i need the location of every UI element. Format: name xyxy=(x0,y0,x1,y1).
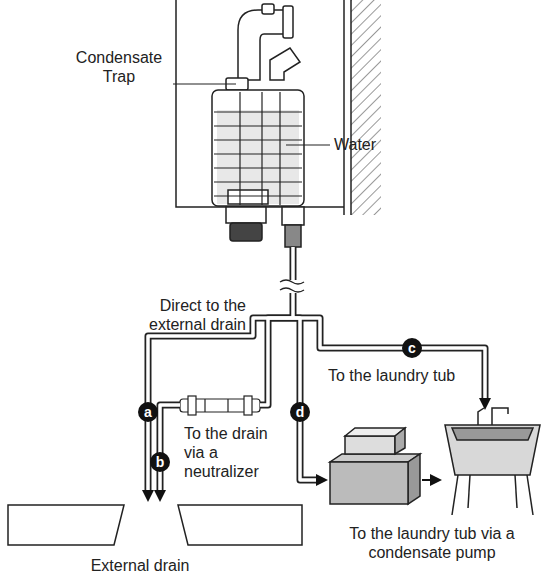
drain-hose-inner xyxy=(260,318,293,405)
flow-line xyxy=(422,479,432,481)
trap-rib xyxy=(214,125,302,126)
drain-hose xyxy=(293,318,316,480)
break-mark xyxy=(280,280,304,292)
trap-rib xyxy=(214,139,302,140)
drain-hose xyxy=(290,293,297,318)
wall-edge xyxy=(350,0,352,215)
route-label: To the laundry tub xyxy=(328,366,478,385)
drain-hose xyxy=(260,318,293,405)
drain-hose-inner xyxy=(291,293,295,318)
wall-hatch xyxy=(351,0,381,215)
leader-line xyxy=(173,83,236,84)
trap-rib xyxy=(214,181,302,182)
drain-hose-inner xyxy=(291,247,295,280)
drain-hose-inner xyxy=(160,405,180,490)
drain-label: External drain xyxy=(80,556,200,575)
callout-letter: c xyxy=(402,338,422,358)
condensate-trap xyxy=(212,4,304,247)
drain-hose-inner xyxy=(148,318,293,490)
trap-rib xyxy=(214,167,302,168)
callout-circles xyxy=(138,338,422,472)
wall-edge xyxy=(343,0,345,215)
callout-letter: a xyxy=(138,402,158,422)
trap-tube xyxy=(261,92,262,205)
leader-line xyxy=(286,144,330,145)
external-drain xyxy=(178,505,302,545)
trap-rib xyxy=(214,153,302,154)
trap-tube xyxy=(279,92,280,205)
callout-letter: d xyxy=(290,402,310,422)
route-label: To the drain via a neutralizer xyxy=(184,424,272,481)
route-label: Direct to the external drain xyxy=(116,296,246,334)
drain-hose xyxy=(148,318,293,490)
part-label: Condensate Trap xyxy=(66,48,172,86)
bracket xyxy=(176,0,344,207)
drain-hose xyxy=(293,318,485,398)
external-drain xyxy=(8,505,124,545)
neutralizer xyxy=(180,396,260,415)
condensate-pump xyxy=(330,428,420,504)
route-label: To the laundry tub via a condensate pump xyxy=(326,524,538,562)
trap-tube xyxy=(239,92,240,205)
callout-letter: b xyxy=(150,452,170,472)
trap-rib xyxy=(214,195,302,196)
laundry-tub xyxy=(445,408,540,515)
drain-hose-inner xyxy=(293,318,316,480)
arrowheads xyxy=(142,398,491,502)
drain-hose xyxy=(290,247,297,280)
part-label: Water xyxy=(334,135,394,154)
trap-rib xyxy=(214,111,302,112)
drain-hose-inner xyxy=(293,318,485,398)
drain-hose xyxy=(160,405,180,490)
